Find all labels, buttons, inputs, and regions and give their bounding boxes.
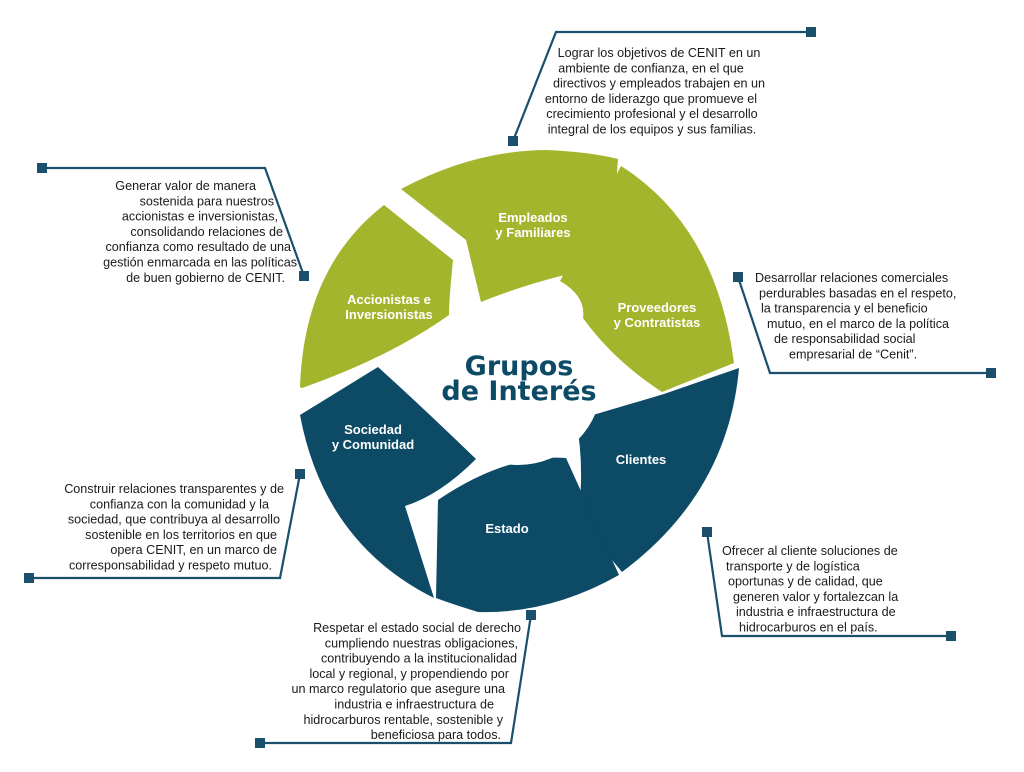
description-estado-line: Respetar el estado social de derecho: [313, 621, 521, 635]
description-sociedad-line: sostenible en los territorios en que: [85, 528, 277, 542]
segment-label-clientes: Clientes: [616, 452, 667, 467]
segment-label-proveedores: Proveedores: [618, 300, 697, 315]
leader-end-sociedad-top: [295, 469, 305, 479]
description-estado-line: contribuyendo a la institucionalidad: [321, 652, 517, 666]
center-circle: [434, 297, 602, 465]
description-accionistas-line: accionistas e inversionistas,: [122, 210, 278, 224]
description-proveedores-line: de responsabilidad social: [774, 332, 915, 346]
stakeholder-ring: [300, 150, 739, 613]
leader-end-accionistas-left: [37, 163, 47, 173]
leader-end-empleados-top: [806, 27, 816, 37]
leader-end-proveedores-top: [733, 272, 743, 282]
description-accionistas-line: Generar valor de manera: [115, 179, 256, 193]
description-estado-line: cumpliendo nuestras obligaciones,: [325, 636, 518, 650]
leader-sociedad: [29, 473, 302, 580]
leader-end-estado-left: [255, 738, 265, 748]
description-proveedores-line: la transparencia y el beneficio: [761, 302, 928, 316]
segment-label-proveedores: y Contratistas: [614, 315, 701, 330]
description-clientes-line: Ofrecer al cliente soluciones de: [722, 544, 898, 558]
description-accionistas-line: consolidando relaciones de: [130, 225, 283, 239]
description-sociedad-line: corresponsabilidad y respeto mutuo.: [69, 559, 272, 573]
segment-estado: [436, 457, 619, 613]
segment-label-sociedad: y Comunidad: [332, 437, 414, 452]
description-accionistas-line: sostenida para nuestros: [140, 194, 274, 208]
description-clientes-line: generen valor y fortalezcan la: [733, 590, 898, 604]
segment-clientes: [576, 368, 739, 572]
description-clientes-line: hidrocarburos en el país.: [739, 621, 878, 635]
segment-label-accionistas: Accionistas e: [347, 292, 431, 307]
description-proveedores-line: empresarial de “Cenit”.: [789, 348, 917, 362]
descriptions: Lograr los objetivos de CENIT en unambie…: [64, 46, 956, 742]
description-proveedores-line: perdurables basadas en el respeto,: [759, 286, 956, 300]
description-sociedad-line: opera CENIT, en un marco de: [110, 543, 277, 557]
leader-clientes: [705, 531, 951, 638]
description-accionistas-line: de buen gobierno de CENIT.: [126, 271, 285, 285]
description-empleados-line: integral de los equipos y sus familias.: [548, 123, 757, 137]
segment-label-empleados: Empleados: [498, 210, 567, 225]
description-sociedad-line: confianza con la comunidad y la: [90, 497, 269, 511]
description-estado-line: industria e infraestructura de: [334, 698, 494, 712]
description-clientes-line: industria e infraestructura de: [736, 605, 896, 619]
segment-accionistas: [300, 205, 453, 388]
leader-end-proveedores-right: [986, 368, 996, 378]
description-empleados-line: Lograr los objetivos de CENIT en un: [558, 46, 761, 60]
description-estado-line: un marco regulatorio que asegure una: [291, 682, 505, 696]
segment-label-accionistas: Inversionistas: [345, 307, 432, 322]
segment-label-empleados: y Familiares: [495, 225, 570, 240]
description-estado-line: beneficiosa para todos.: [371, 728, 501, 742]
description-accionistas-line: confianza como resultado de una: [105, 240, 291, 254]
segment-label-sociedad: Sociedad: [344, 422, 402, 437]
center-title-line2: de Interés: [441, 376, 596, 407]
leader-end-accionistas-right: [299, 271, 309, 281]
description-sociedad-line: sociedad, que contribuya al desarrollo: [68, 513, 280, 527]
segment-proveedores: [560, 166, 734, 392]
description-empleados-line: ambiente de confianza, en el que: [558, 61, 744, 75]
leader-end-estado-top: [526, 610, 536, 620]
leader-estado: [260, 614, 533, 745]
leader-lines: [24, 27, 996, 748]
description-clientes-line: oportunas y de calidad, que: [728, 575, 883, 589]
leader-proveedores: [736, 276, 991, 375]
description-clientes-line: transporte y de logística: [726, 559, 860, 573]
leader-end-empleados-bottom: [508, 136, 518, 146]
description-estado-line: local y regional, y propendiendo por: [309, 667, 509, 681]
description-proveedores-line: mutuo, en el marco de la política: [767, 317, 949, 331]
center-title-line1: Grupos: [465, 351, 574, 382]
description-accionistas-line: gestión enmarcada en las políticas: [103, 256, 297, 270]
description-empleados-line: crecimiento profesional y el desarrollo: [546, 107, 757, 121]
description-estado-line: hidrocarburos rentable, sostenible y: [303, 713, 503, 727]
description-proveedores-line: Desarrollar relaciones comerciales: [755, 271, 948, 285]
leader-end-sociedad-left: [24, 573, 34, 583]
segment-label-estado: Estado: [485, 521, 528, 536]
leader-empleados: [511, 30, 811, 142]
leader-end-clientes-top: [702, 527, 712, 537]
description-empleados-line: entorno de liderazgo que promueve el: [545, 92, 757, 106]
description-sociedad-line: Construir relaciones transparentes y de: [64, 482, 284, 496]
segment-empleados: [401, 150, 618, 302]
segment-sociedad: [300, 367, 476, 598]
leader-accionistas: [42, 166, 306, 277]
description-empleados-line: directivos y empleados trabajen en un: [553, 77, 765, 91]
leader-end-clientes-right: [946, 631, 956, 641]
